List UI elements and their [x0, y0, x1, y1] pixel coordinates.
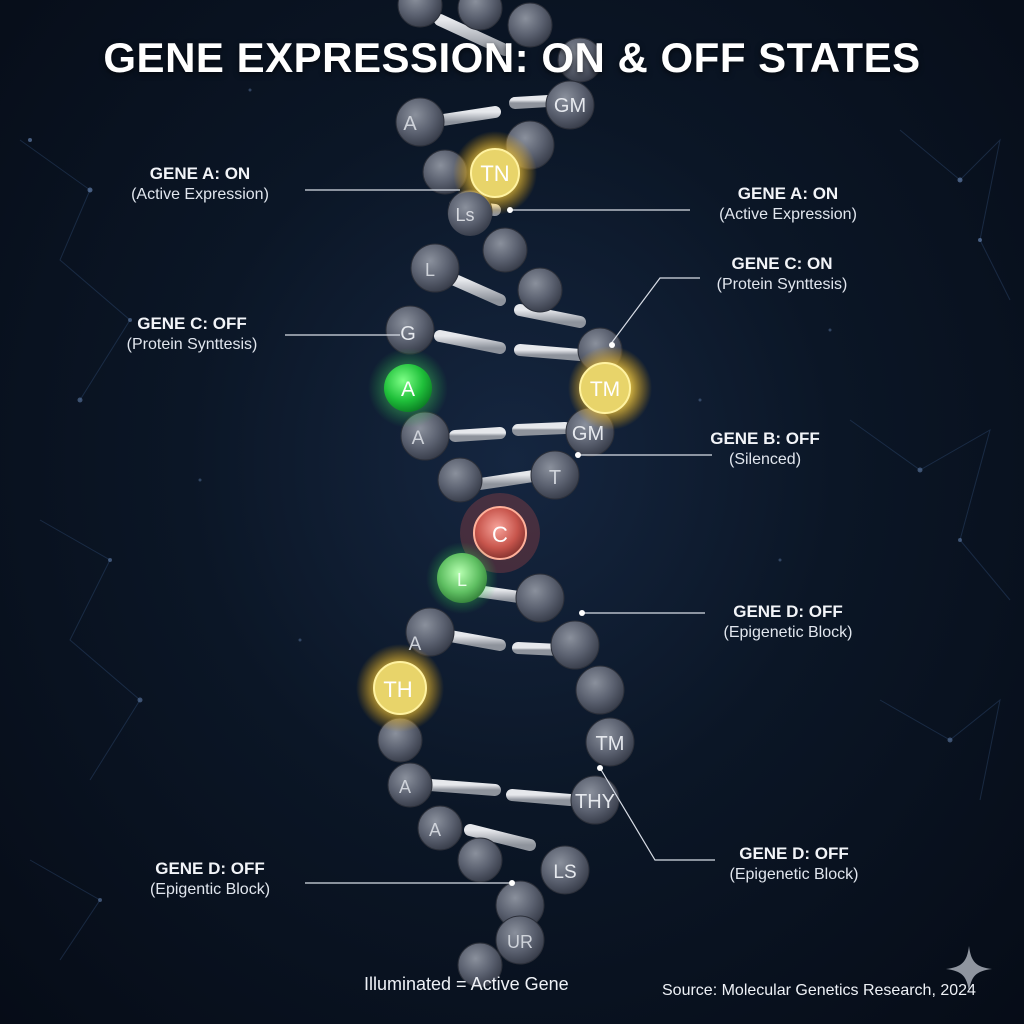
gene-a-right-head: GENE A: ON	[737, 184, 839, 203]
nucleotide-letters: GM A TN Ls L G A TM A GM T C L A TH TM A…	[383, 95, 624, 952]
gene-d-left-head: GENE D: OFF	[155, 859, 265, 878]
active-nucleotides	[356, 131, 652, 732]
source-citation: Source: Molecular Genetics Research, 202…	[662, 982, 976, 999]
letter-ls-green: L	[457, 570, 467, 590]
gene-c-left-label: GENE C: OFF (Protein Synttesis)	[102, 313, 282, 356]
letter-a-mid: A	[412, 428, 425, 449]
gene-d-right-lower-sub: (Epigenetic Block)	[729, 866, 859, 884]
gene-c-left-head: GENE C: OFF	[137, 314, 247, 333]
letter-a-low3: A	[429, 820, 441, 840]
letter-thy: THY	[575, 791, 615, 813]
gene-d-right-upper-sub: (Epigenetic Block)	[723, 624, 853, 642]
gene-d-right-upper-label: GENE D: OFF (Epigenetic Block)	[698, 601, 878, 644]
gene-a-left-sub: (Active Expression)	[131, 186, 269, 204]
letter-tn: TN	[480, 161, 509, 186]
background-stars	[28, 88, 982, 902]
gene-b-right-sub: (Silenced)	[728, 451, 802, 469]
letter-ls-top: Ls	[455, 205, 474, 225]
page-title: GENE EXPRESSION: ON & OFF STATES	[103, 34, 921, 81]
letter-a-low: A	[409, 634, 422, 655]
gene-a-right-sub: (Active Expression)	[719, 206, 857, 224]
gene-b-right-label: GENE B: OFF (Silenced)	[700, 428, 830, 471]
letter-tm-low: TM	[596, 733, 625, 755]
gene-c-left-sub: (Protein Synttesis)	[126, 336, 258, 354]
letter-ur: UR	[507, 932, 533, 952]
letter-gm-top: GM	[554, 95, 586, 117]
gene-d-right-upper-head: GENE D: OFF	[733, 602, 843, 621]
letter-tm: TM	[590, 378, 620, 401]
gene-a-left-head: GENE A: ON	[149, 164, 251, 183]
gene-c-right-label: GENE C: ON (Protein Synttesis)	[692, 253, 872, 296]
sparkle-icon	[946, 946, 992, 992]
letter-c: C	[492, 522, 508, 547]
gene-a-right-label: GENE A: ON (Active Expression)	[688, 183, 888, 226]
leader-lines	[285, 189, 715, 886]
gene-b-right-head: GENE B: OFF	[710, 429, 820, 448]
letter-gm-mid: GM	[572, 423, 604, 445]
gene-a-left-label: GENE A: ON (Active Expression)	[110, 163, 290, 206]
gene-c-right-sub: (Protein Synttesis)	[716, 276, 848, 294]
gene-d-left-label: GENE D: OFF (Epigentic Block)	[125, 858, 295, 901]
gene-d-right-lower-label: GENE D: OFF (Epigenetic Block)	[706, 843, 882, 886]
letter-a-green: A	[401, 378, 415, 401]
letter-a-low2: A	[399, 777, 411, 797]
letter-l: L	[425, 260, 435, 280]
letter-a-top: A	[403, 113, 417, 135]
gene-c-right-head: GENE C: ON	[731, 254, 833, 273]
letter-t: T	[549, 467, 561, 489]
gene-d-right-lower-head: GENE D: OFF	[739, 844, 849, 863]
legend-note: Illuminated = Active Gene	[364, 974, 569, 994]
letter-th: TH	[383, 677, 412, 702]
gene-d-left-sub: (Epigentic Block)	[149, 881, 271, 899]
letter-ls-low: LS	[553, 862, 576, 883]
letter-g: G	[400, 323, 416, 345]
